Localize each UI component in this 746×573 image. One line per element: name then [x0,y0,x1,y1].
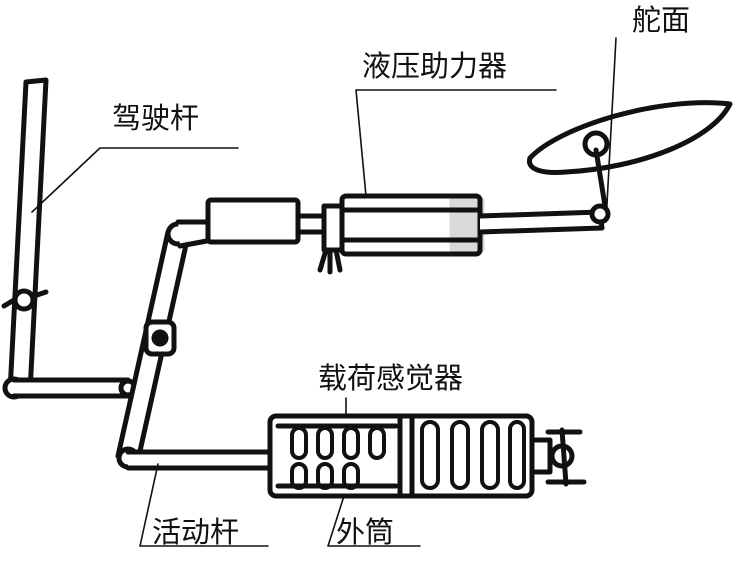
label-outer-cylinder: 外筒 [336,515,395,549]
booster-input-rod [175,197,333,249]
bellcrank-linkage [115,221,191,470]
label-hydraulic-booster: 液压助力器 [362,49,508,83]
label-movable-rod: 活动杆 [152,515,240,549]
stick-link-rod [11,377,138,399]
label-control-surface: 舵面 [632,3,691,37]
label-load-feel-device: 载荷感觉器 [318,361,464,395]
label-control-stick: 驾驶杆 [112,101,200,135]
hydraulic-booster [317,193,605,275]
leader-lines [31,37,617,547]
control-surface [527,100,733,225]
load-feel-device [267,413,587,499]
control-stick [1,77,49,400]
